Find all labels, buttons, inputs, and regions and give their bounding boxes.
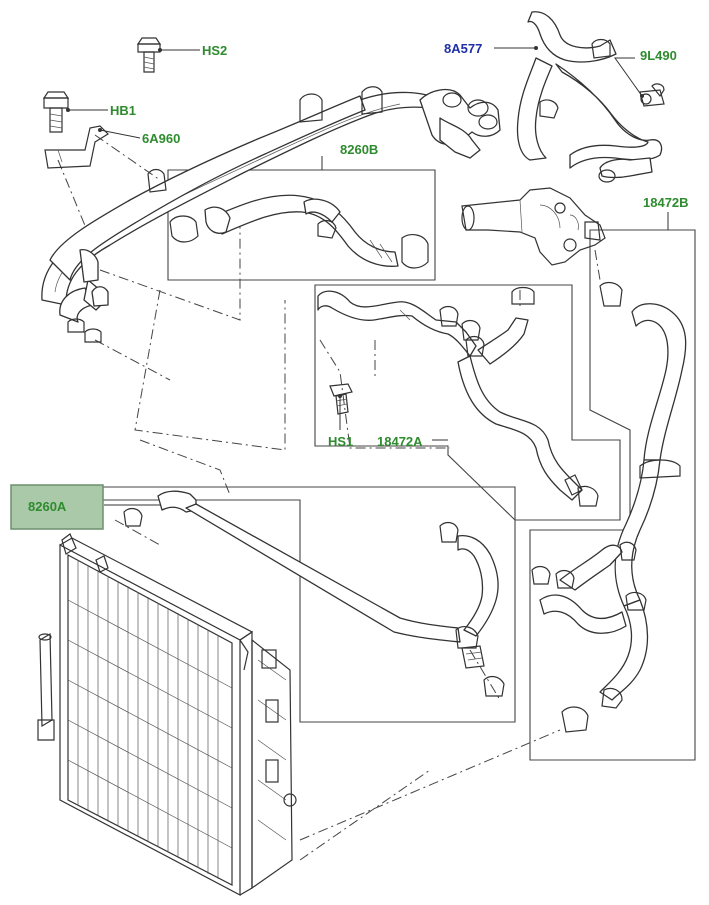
assembly-guide-lines (57, 134, 601, 861)
group-boxes (102, 169, 696, 761)
hose-8260a (123, 490, 505, 697)
bracket-6a960 (44, 125, 109, 169)
callout-hs1[interactable]: HS1 (328, 434, 353, 449)
callout-6a960[interactable]: 6A960 (142, 131, 180, 146)
callout-hb1[interactable]: HB1 (110, 103, 136, 118)
upper-coolant-hose (41, 86, 501, 343)
highlight-8260a (10, 484, 104, 530)
callout-hs2[interactable]: HS2 (202, 43, 227, 58)
bolt-hb1 (42, 91, 70, 133)
bolt-hs1 (329, 383, 353, 415)
callout-18472a[interactable]: 18472A (377, 434, 423, 449)
callout-8260a[interactable]: 8260A (28, 499, 67, 514)
box-18472a (314, 284, 621, 521)
hose-18472a (317, 290, 599, 507)
box-8260b (167, 169, 436, 281)
hose-8260b (169, 194, 429, 269)
fitting-9l490 (639, 83, 665, 107)
leader-lines (66, 46, 669, 506)
hose-18472b (531, 281, 687, 733)
box-18472b (529, 229, 696, 761)
callout-18472b[interactable]: 18472B (643, 195, 689, 210)
callout-8260b[interactable]: 8260B (340, 142, 378, 157)
thermostat-housing (461, 187, 606, 305)
radiator-core-fins (67, 560, 233, 879)
hose-8a577 (516, 11, 665, 183)
bolt-hs2 (136, 37, 162, 73)
fasteners-top-left (42, 37, 162, 169)
box-8260a (102, 486, 516, 723)
callout-9l490[interactable]: 9L490 (640, 48, 677, 63)
callout-8a577[interactable]: 8A577 (444, 41, 482, 56)
radiator (37, 533, 297, 896)
callout-labels: HS2 HB1 6A960 8260B 8A577 9L490 18472B H… (28, 41, 689, 514)
